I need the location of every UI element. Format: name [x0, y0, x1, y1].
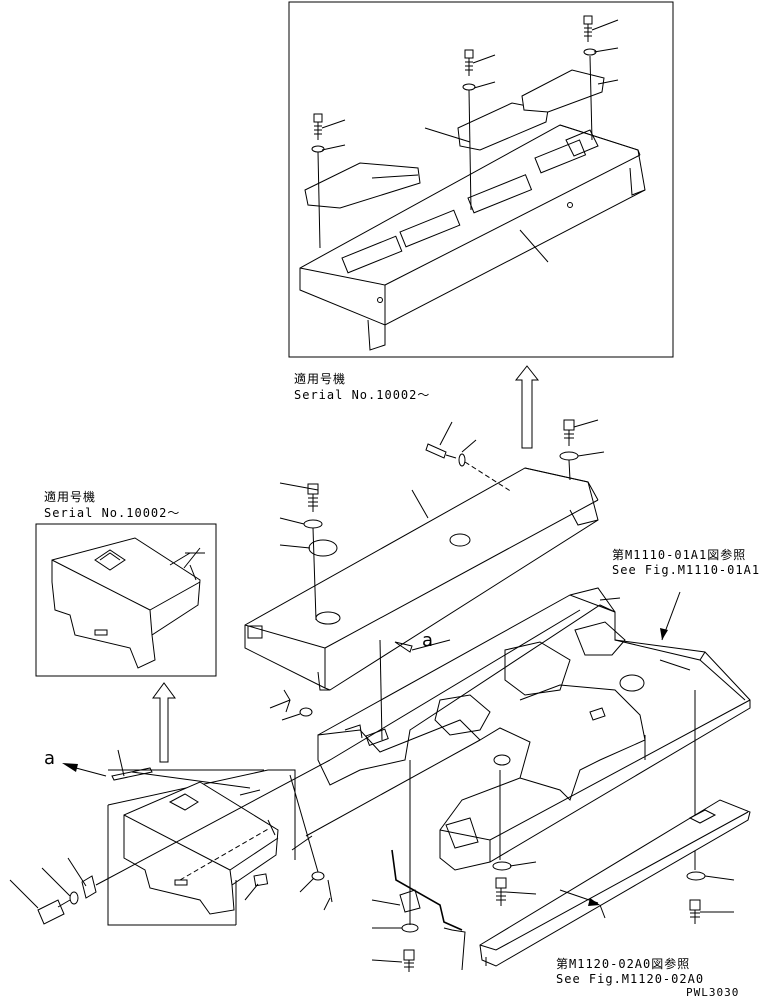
up-arrow-right [514, 365, 540, 449]
bolt-assembly [37, 689, 333, 925]
rod [391, 849, 463, 931]
lower-bolts [401, 861, 706, 972]
middle-cover [244, 419, 605, 691]
fig-ref-1-en: See Fig.M1110-01A1 [612, 563, 761, 577]
leader-frame-1 [379, 639, 383, 741]
lower-left-cover [107, 769, 296, 926]
view-a-label-upper: a [422, 630, 434, 651]
fig-ref-2-en: See Fig.M1120-02A0 [556, 972, 705, 986]
foot-bracket [479, 799, 751, 967]
serial-label-en-left: Serial No.10002〜 [44, 506, 181, 520]
fig-ref-2-jp: 第M1120-02A0図参照 [556, 957, 691, 971]
left-inset [35, 523, 217, 677]
frame [317, 587, 751, 871]
serial-label-jp-left: 適用号機 [44, 490, 97, 504]
top-inset [288, 1, 674, 358]
serial-label-jp-top: 適用号機 [294, 372, 347, 386]
drawing-code: PWL3030 [686, 986, 740, 998]
serial-label-en-top: Serial No.10002〜 [294, 388, 431, 402]
fig-ref-1-jp: 第M1110-01A1図参照 [612, 548, 747, 562]
up-arrow-left [152, 682, 176, 763]
view-a-label-left: a [44, 748, 56, 769]
